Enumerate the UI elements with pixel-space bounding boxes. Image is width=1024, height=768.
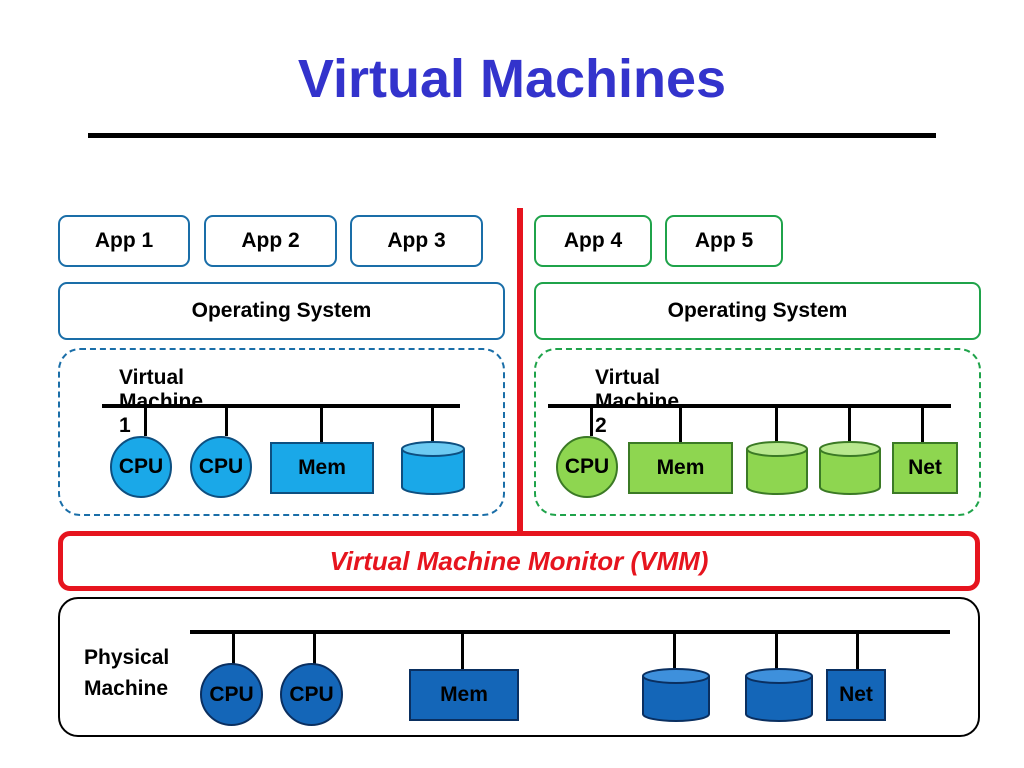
physical-label-line-1: Physical — [84, 646, 170, 669]
vm2-memory: Mem — [628, 442, 733, 494]
vm2-network: Net — [892, 442, 958, 494]
physical-bus-tap — [856, 632, 859, 670]
vm2-bus-tap — [679, 406, 682, 442]
vm2-bus — [548, 404, 951, 408]
physical-cpu-2: CPU — [280, 663, 343, 726]
vm1-cpu-1: CPU — [110, 436, 172, 498]
vm2-label: Virtual Machine 2 — [595, 366, 680, 437]
vm2-bus-tap — [921, 406, 924, 442]
vm1-app-3: App 3 — [350, 215, 483, 267]
physical-bus-tap — [313, 632, 316, 664]
vm2-bus-tap — [775, 406, 778, 442]
vm1-frame — [58, 348, 505, 516]
vm-divider-line — [517, 208, 523, 531]
physical-bus-tap — [232, 632, 235, 664]
vm2-operating-system: Operating System — [534, 282, 981, 340]
physical-disk-2-icon — [745, 668, 813, 722]
vm1-bus-tap — [431, 406, 434, 442]
vm1-bus — [102, 404, 460, 408]
vm1-memory: Mem — [270, 442, 374, 494]
vm1-bus-tap — [320, 406, 323, 442]
title-underline — [88, 133, 936, 138]
vm2-disk-1-icon — [746, 441, 808, 495]
vm1-app-1: App 1 — [58, 215, 190, 267]
physical-network: Net — [826, 669, 886, 721]
physical-machine-label: Physical Machine — [84, 642, 169, 704]
vm2-frame — [534, 348, 981, 516]
physical-disk-1-icon — [642, 668, 710, 722]
physical-label-line-2: Machine — [84, 677, 169, 700]
vm2-app-5: App 5 — [665, 215, 783, 267]
physical-bus-tap — [673, 632, 676, 670]
vm1-disk-icon — [401, 441, 465, 495]
physical-bus — [190, 630, 950, 634]
vm2-app-4: App 4 — [534, 215, 652, 267]
vm1-bus-tap — [225, 406, 228, 436]
slide-title: Virtual Machines — [297, 49, 727, 109]
physical-bus-tap — [461, 632, 464, 670]
physical-memory: Mem — [409, 669, 519, 721]
vmm-layer: Virtual Machine Monitor (VMM) — [58, 531, 980, 591]
physical-cpu-1: CPU — [200, 663, 263, 726]
vm1-bus-tap — [144, 406, 147, 436]
vm1-app-2: App 2 — [204, 215, 337, 267]
physical-bus-tap — [775, 632, 778, 670]
vm2-bus-tap — [848, 406, 851, 442]
vm1-cpu-2: CPU — [190, 436, 252, 498]
vm2-bus-tap — [590, 406, 593, 436]
vm1-operating-system: Operating System — [58, 282, 505, 340]
vm2-cpu-1: CPU — [556, 436, 618, 498]
physical-machine-frame — [58, 597, 980, 737]
vm1-label: Virtual Machine 1 — [119, 366, 204, 437]
vm2-disk-2-icon — [819, 441, 881, 495]
